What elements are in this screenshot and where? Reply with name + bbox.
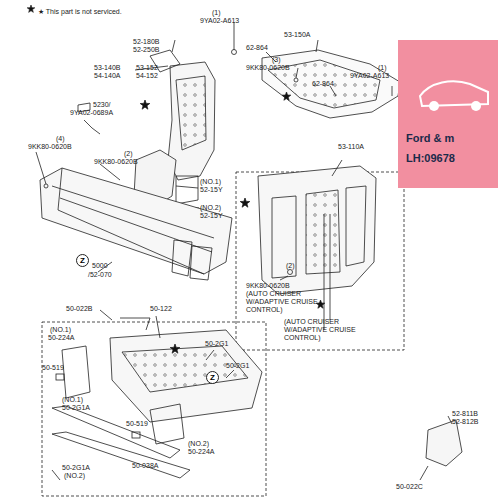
part-number: (NO.1) [50, 326, 71, 334]
part-number: (NO.1) [200, 178, 221, 186]
watermark-text: Ford & m [406, 128, 498, 148]
part-number: 53-150A [284, 31, 310, 39]
part-number: 50-519 [126, 420, 148, 428]
part-number: 50-224A [48, 334, 74, 342]
part-number: 9KK80-0620B [28, 143, 72, 151]
part-number: /52-070 [88, 271, 112, 279]
part-number: 9KK80-0620B [246, 282, 290, 290]
part-number: 62-864 [312, 80, 334, 88]
view-circle: Z [206, 371, 219, 384]
part-number: 52-15Y [200, 212, 223, 220]
part-number: 50-122 [150, 305, 172, 313]
part-number: 5000 [92, 262, 108, 270]
part-number: 50-038A [132, 462, 158, 470]
part-number: 50-022C [396, 483, 423, 491]
part-number: (NO.2) [64, 472, 85, 480]
part-number: (AUTO CRUISER W/ADAPTIVE CRUISE CONTROL) [246, 290, 326, 314]
part-number: 9KK80-0620B [94, 158, 138, 166]
part-number: (1) [378, 64, 387, 72]
part-number: 53-110A [338, 143, 364, 151]
part-number: (NO.2) [200, 204, 221, 212]
part-number: 50-022B [66, 305, 92, 313]
part-number: 9YA02-0689A [70, 109, 113, 117]
watermark-box: Ford & mLH:09678 [398, 40, 498, 188]
part-number: 54-140A [94, 72, 120, 80]
part-number: 9KK80-0620B [246, 64, 290, 72]
part-number: 9YA02-A613 [350, 72, 389, 80]
part-number: 50-519 [42, 364, 64, 372]
part-number: 54-152 [136, 72, 158, 80]
part-number: 52-812B [452, 418, 478, 426]
part-number: 52-15Y [200, 186, 223, 194]
part-number: 52-811B [452, 410, 478, 418]
part-number: 5230/ [93, 101, 111, 109]
part-number: (4) [56, 135, 65, 143]
note-text: ★ This part is not serviced. [38, 8, 122, 16]
view-letter: Z [210, 374, 215, 382]
part-number: (2) [124, 150, 133, 158]
part-number: 52-250B [133, 46, 159, 54]
view-circle: Z [76, 254, 89, 267]
part-number: 53-140B [94, 64, 120, 72]
part-number: 62-864 [246, 44, 268, 52]
part-number: 50-2G1A [62, 404, 90, 412]
part-number: 50-2G1 [205, 340, 228, 348]
part-number: 50-224A [188, 448, 214, 456]
part-number: 52-180B [133, 38, 159, 46]
view-letter: Z [80, 257, 85, 265]
part-number: (NO.2) [188, 440, 209, 448]
part-number: (3) [272, 56, 281, 64]
part-number: (NO.1) [62, 396, 83, 404]
part-number: 50-2G1A [62, 464, 90, 472]
part-number: (1) [212, 9, 221, 17]
part-number: (AUTO CRUISER W/ADAPTIVE CRUISE CONTROL) [284, 318, 364, 342]
part-number: (2) [286, 262, 295, 270]
part-number: 53-152 [136, 64, 158, 72]
watermark-text: LH:09678 [406, 148, 498, 168]
part-number: 9YA02-A613 [200, 17, 239, 25]
part-number: 50-2G1 [226, 362, 249, 370]
